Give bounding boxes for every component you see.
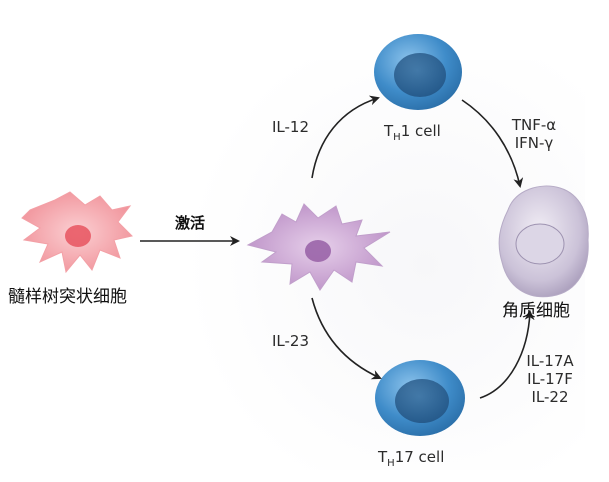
th17-nucleus bbox=[395, 379, 449, 423]
il22-label: IL-22 bbox=[531, 388, 569, 406]
background-panel bbox=[185, 60, 585, 470]
th17-label-rest: 17 cell bbox=[394, 448, 445, 466]
th1-nucleus bbox=[394, 53, 446, 97]
th1-label-rest: 1 cell bbox=[400, 122, 441, 140]
th17-cell-label: TH17 cell bbox=[378, 448, 444, 469]
th1-label-sub: H bbox=[393, 132, 401, 143]
dendritic-nucleus bbox=[65, 225, 91, 247]
th1-cell-label: TH1 cell bbox=[384, 122, 441, 143]
th17-to-keratinocyte-arrow bbox=[479, 310, 535, 399]
dendritic-cell-label: 髓样树突状细胞 bbox=[8, 287, 127, 307]
activated-dendritic-cell bbox=[246, 203, 391, 291]
dendritic-cell bbox=[21, 191, 133, 274]
il12-label: IL-12 bbox=[272, 118, 310, 136]
th1-to-keratinocyte-arrow bbox=[461, 99, 524, 188]
th1-cytokines: TNF-α IFN-γ bbox=[503, 116, 565, 152]
th17-cytokines: IL-17A IL-17F IL-22 bbox=[515, 352, 585, 406]
th1-cell bbox=[374, 34, 462, 110]
il23-label: IL-23 bbox=[272, 332, 310, 350]
th17-label-t: T bbox=[378, 448, 388, 466]
keratinocyte-cell bbox=[498, 185, 589, 298]
ifn-gamma-label: IFN-γ bbox=[514, 134, 554, 152]
activated-nucleus bbox=[305, 240, 331, 262]
il17a-label: IL-17A bbox=[526, 352, 574, 370]
keratinocyte-nucleus bbox=[515, 223, 565, 265]
th1-label-t: T bbox=[384, 122, 394, 140]
activation-label: 激活 bbox=[175, 214, 206, 232]
tnf-alpha-label: TNF-α bbox=[511, 116, 557, 134]
il23-arrow bbox=[311, 297, 382, 380]
il12-arrow bbox=[311, 95, 380, 179]
keratinocyte-label: 角质细胞 bbox=[502, 301, 570, 321]
th17-label-sub: H bbox=[387, 458, 395, 469]
il17f-label: IL-17F bbox=[527, 370, 573, 388]
th17-cell bbox=[375, 360, 465, 436]
